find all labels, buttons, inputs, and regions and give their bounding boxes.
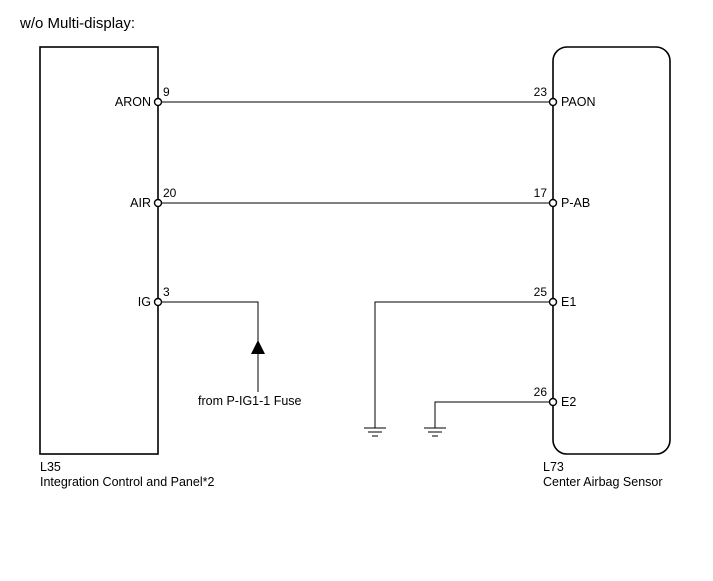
power-source-label: from P-IG1-1 Fuse	[198, 394, 302, 408]
pin-number: 3	[163, 285, 170, 299]
terminal-e1	[548, 297, 558, 307]
signal-label: IG	[138, 295, 151, 309]
component-name: Integration Control and Panel*2	[40, 475, 214, 489]
wire-e2-ground	[434, 401, 553, 428]
pin-number: 17	[534, 186, 548, 200]
signal-label: E2	[561, 395, 576, 409]
signal-label: E1	[561, 295, 576, 309]
component-code: L73	[543, 460, 564, 474]
signal-label: P-AB	[561, 196, 590, 210]
terminal-paon	[548, 97, 558, 107]
terminal-pab	[548, 198, 558, 208]
terminal-aron	[153, 97, 163, 107]
signal-label: AIR	[130, 196, 151, 210]
component-name: Center Airbag Sensor	[543, 475, 663, 489]
component-code: L35	[40, 460, 61, 474]
terminal-air	[153, 198, 163, 208]
ground-icon	[364, 427, 386, 437]
integration-control-panel-box	[39, 46, 159, 455]
signal-label: ARON	[115, 95, 151, 109]
pin-number: 25	[534, 285, 548, 299]
pin-number: 23	[534, 85, 548, 99]
diagram-title: w/o Multi-display:	[19, 15, 135, 32]
center-airbag-sensor-box	[552, 46, 671, 455]
pin-number: 20	[163, 186, 177, 200]
wire-e1-ground	[374, 301, 553, 428]
power-arrow-icon	[251, 340, 265, 354]
signal-label: PAON	[561, 95, 596, 109]
terminal-e2	[548, 397, 558, 407]
ground-icon	[424, 427, 446, 437]
wire-ig-power	[158, 301, 259, 392]
pin-number: 9	[163, 85, 170, 99]
terminal-ig	[153, 297, 163, 307]
pin-number: 26	[534, 385, 548, 399]
